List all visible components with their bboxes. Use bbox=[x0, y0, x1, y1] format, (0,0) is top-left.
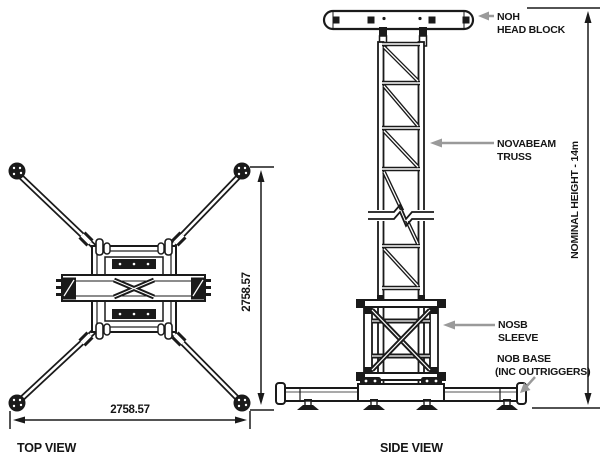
sleeve-block bbox=[356, 295, 446, 381]
outrigger-foot bbox=[233, 162, 251, 180]
outrigger-foot bbox=[233, 394, 251, 412]
top-view-title: TOP VIEW bbox=[17, 441, 76, 455]
section-break-symbol bbox=[366, 203, 456, 228]
dim-label-nominal-height: NOMINAL HEIGHT - 14m bbox=[569, 141, 581, 259]
truss-rungs bbox=[382, 41, 420, 291]
dimension-horizontal-top-view: 2758.57 bbox=[9, 404, 251, 429]
top-view-diagram: 2758.57 2758.57 TOP VIEW bbox=[8, 162, 274, 455]
label-truss-line2: TRUSS bbox=[497, 151, 532, 163]
side-view-diagram: NOMINAL HEIGHT - 14m NOH HEAD BLOCK NOVA… bbox=[275, 7, 600, 455]
leader-head-block: NOH HEAD BLOCK bbox=[478, 11, 566, 36]
dim-label-horizontal: 2758.57 bbox=[110, 404, 149, 416]
label-head-block-line1: NOH bbox=[497, 11, 520, 23]
label-sleeve-line1: NOSB bbox=[498, 319, 528, 331]
base-assembly bbox=[275, 377, 527, 410]
dimension-vertical-top-view: 2758.57 bbox=[241, 166, 274, 411]
label-base-line2: (INC OUTRIGGERS) bbox=[495, 366, 590, 378]
dim-label-vertical: 2758.57 bbox=[241, 272, 253, 311]
corner-tubes bbox=[95, 238, 173, 340]
leader-truss: NOVABEAM TRUSS bbox=[430, 138, 557, 163]
head-block bbox=[322, 9, 475, 47]
label-base-line1: NOB BASE bbox=[497, 353, 551, 365]
plan-cross-members bbox=[112, 259, 156, 319]
side-view-title: SIDE VIEW bbox=[380, 441, 443, 455]
outrigger-arms bbox=[14, 170, 245, 406]
truss-column bbox=[366, 41, 456, 385]
outrigger-foot bbox=[8, 394, 26, 412]
base-beam-plan bbox=[56, 274, 211, 302]
label-sleeve-line2: SLEEVE bbox=[498, 332, 538, 344]
label-head-block-line2: HEAD BLOCK bbox=[497, 24, 566, 36]
leader-base: NOB BASE (INC OUTRIGGERS) bbox=[495, 353, 591, 393]
label-truss-line1: NOVABEAM bbox=[497, 138, 556, 150]
leader-sleeve: NOSB SLEEVE bbox=[443, 319, 539, 344]
outrigger-feet bbox=[8, 162, 251, 412]
dimension-nominal-height: NOMINAL HEIGHT - 14m bbox=[527, 7, 600, 409]
outrigger-foot bbox=[8, 162, 26, 180]
jack-feet bbox=[297, 399, 518, 410]
